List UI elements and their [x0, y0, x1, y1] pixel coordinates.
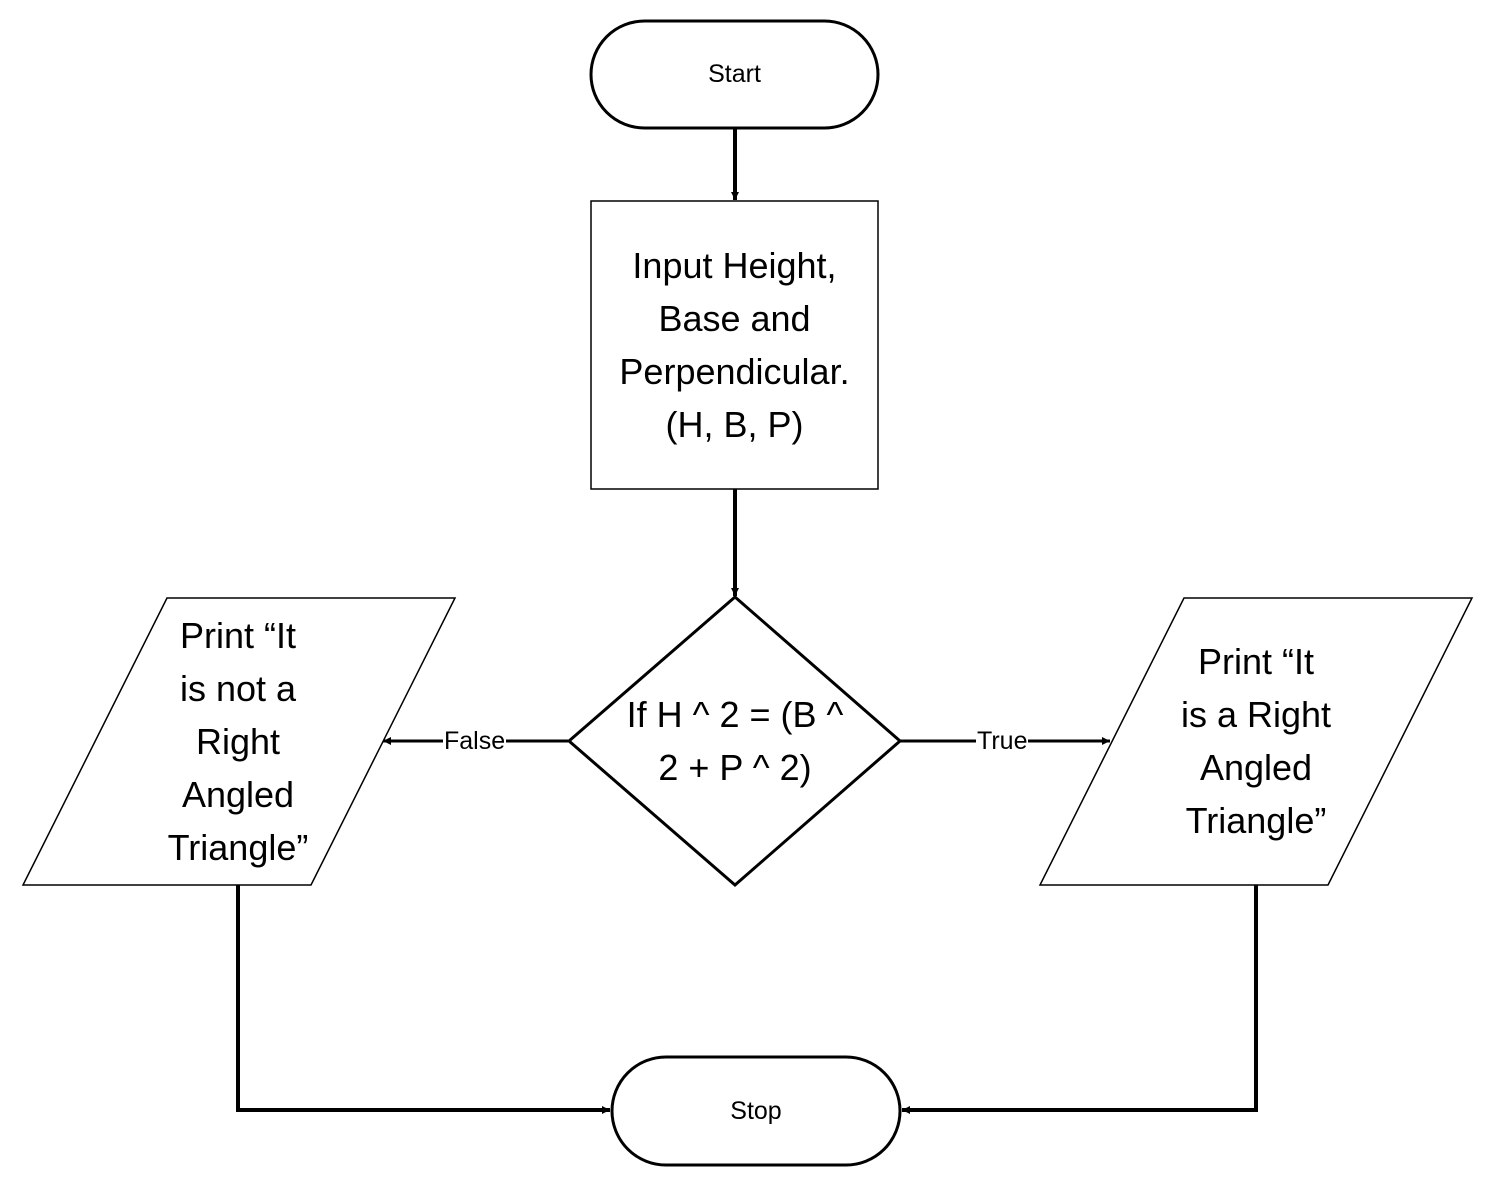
input-process-box	[590, 200, 879, 490]
decision-label: If H ^ 2 = (B ^ 2 + P ^ 2)	[626, 694, 844, 788]
output-false-label: Print “It is not a Right Angled Triangle…	[167, 614, 309, 868]
true-edge-label: True	[976, 727, 1029, 755]
start-terminator	[589, 19, 880, 130]
output-true-label: Print “It is a Right Angled Triangle”	[1180, 641, 1332, 841]
decision-diamond	[566, 595, 903, 887]
start-label: Start	[708, 60, 761, 88]
true-output-to-stop-arrow	[902, 885, 1258, 1114]
false-output-to-stop-arrow	[236, 885, 610, 1114]
output-true-parallelogram	[1038, 597, 1474, 886]
input-label: Input Height, Base and Perpendicular. (H…	[619, 245, 850, 445]
false-edge-label: False	[443, 727, 507, 755]
stop-terminator	[610, 1055, 902, 1167]
output-false-parallelogram	[21, 597, 457, 886]
stop-label: Stop	[730, 1096, 782, 1125]
